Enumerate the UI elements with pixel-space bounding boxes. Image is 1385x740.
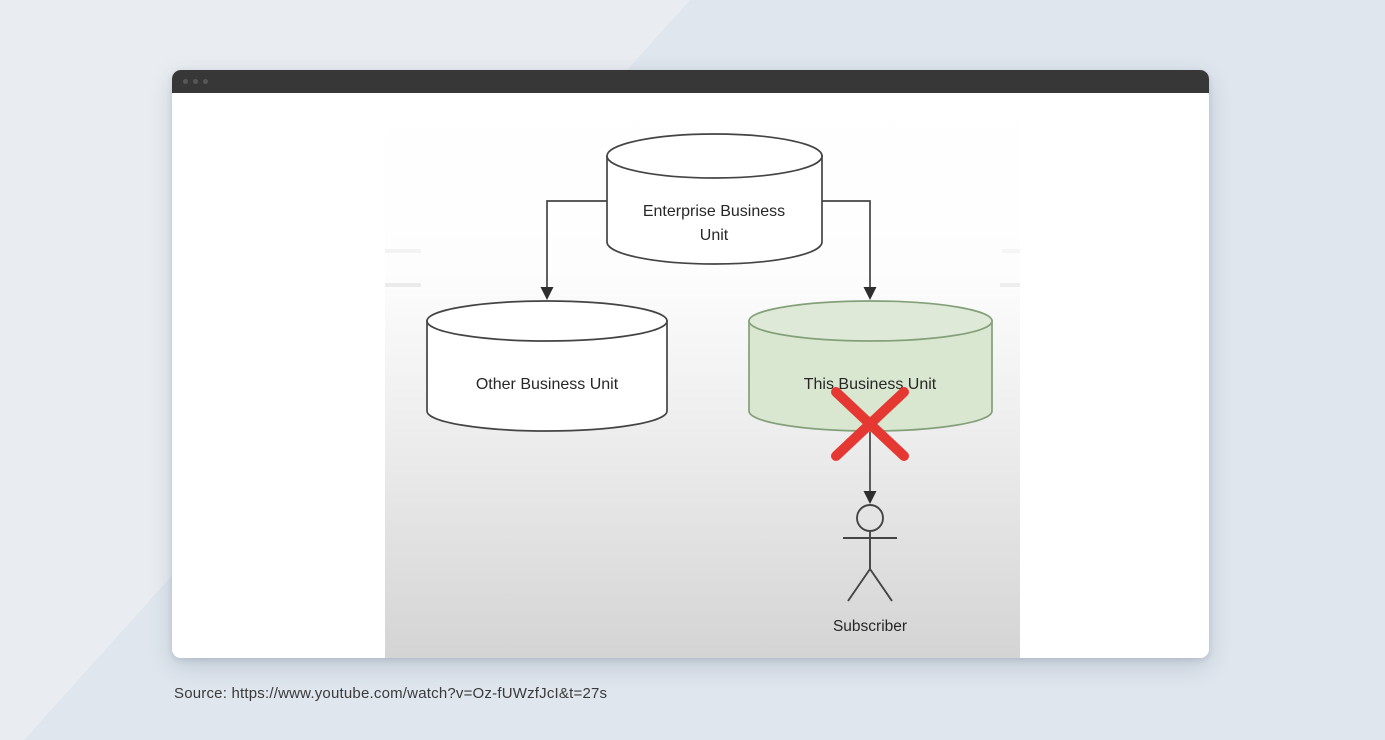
subscriber-label: Subscriber <box>833 618 907 635</box>
source-caption: Source: https://www.youtube.com/watch?v=… <box>174 685 608 702</box>
arrowheads <box>540 287 877 504</box>
cylinder-top-icon <box>748 300 993 342</box>
other-business-unit-cylinder[interactable]: Other Business Unit <box>426 300 668 432</box>
arrowhead-icon <box>863 287 877 300</box>
cylinder-top-icon <box>426 300 668 342</box>
connector-enterprise-to-other <box>546 200 607 287</box>
video-artifact-lines <box>385 249 1020 287</box>
arrowhead-icon <box>863 491 877 504</box>
window-titlebar <box>172 70 1209 93</box>
window-control-dot[interactable] <box>193 79 198 84</box>
this-business-unit-cylinder[interactable]: This Business Unit <box>748 300 993 432</box>
other-business-unit-label: Other Business Unit <box>476 376 619 393</box>
blocked-x-icon <box>831 387 909 461</box>
this-business-unit-label: This Business Unit <box>804 376 937 393</box>
video-still-frame: Enterprise Business Unit Other Business … <box>385 93 1020 658</box>
window-controls <box>183 79 208 84</box>
enterprise-label-line2: Unit <box>700 227 729 244</box>
window-content: Enterprise Business Unit Other Business … <box>172 93 1209 658</box>
app-window: Enterprise Business Unit Other Business … <box>172 70 1209 658</box>
window-control-dot[interactable] <box>203 79 208 84</box>
stick-figure-icon <box>843 504 897 602</box>
enterprise-business-unit-cylinder[interactable]: Enterprise Business Unit <box>606 133 823 265</box>
enterprise-label-line1: Enterprise Business <box>643 203 785 220</box>
subscriber-actor[interactable]: Subscriber <box>833 504 907 635</box>
window-control-dot[interactable] <box>183 79 188 84</box>
connector-enterprise-to-this <box>822 200 871 287</box>
cylinder-top-icon <box>606 133 823 179</box>
connector-arrows <box>546 200 871 491</box>
arrowhead-icon <box>540 287 554 300</box>
business-unit-diagram: Enterprise Business Unit Other Business … <box>385 133 1020 635</box>
